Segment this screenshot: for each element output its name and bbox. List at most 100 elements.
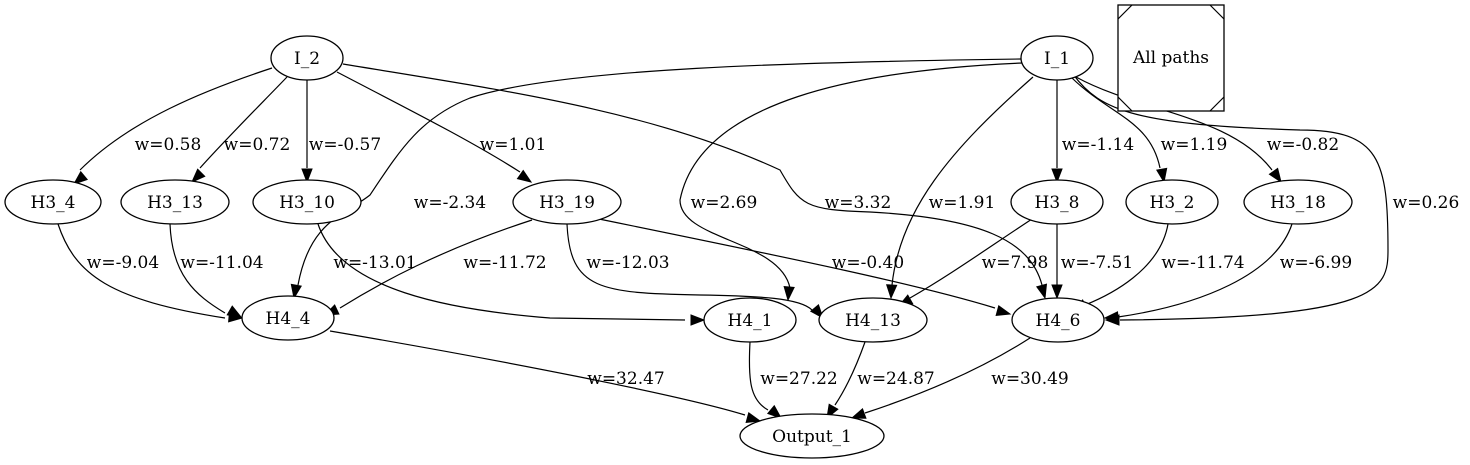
edge-h46-output1-line (864, 337, 1031, 414)
legend-label: All paths (1132, 48, 1209, 68)
node-ellipse (4, 179, 102, 225)
edge-i1-h44-weight-label: w=-2.34 (414, 193, 486, 213)
node-h4-4[interactable]: H4_4 (241, 295, 335, 341)
edge-i1-h38-weight-label: w=-1.14 (1062, 135, 1134, 155)
edge-i1-h413-line (891, 76, 1034, 286)
node-label: H3_10 (279, 193, 335, 213)
node-label: H3_2 (1150, 193, 1195, 213)
node-h3-8[interactable]: H3_8 (1010, 179, 1104, 225)
node-label: H4_4 (266, 309, 311, 329)
edge-i1-h32-arrowhead (1156, 167, 1168, 184)
edge-h413-output1-line (834, 341, 866, 406)
edge-h44-output1-line (329, 330, 746, 416)
node-output-1[interactable]: Output_1 (739, 413, 885, 459)
edge-h46-output1-arrowhead (850, 408, 867, 419)
legend-all-paths: All paths (1117, 4, 1225, 112)
edges-layer (57, 58, 1389, 424)
edge-i1-h46-line (1072, 73, 1389, 321)
node-i-2[interactable]: I_2 (270, 35, 344, 81)
edge-h38-h413-line (909, 218, 1033, 299)
node-ellipse (270, 35, 344, 81)
edge-h44-output1-weight-label: w=32.47 (587, 369, 664, 389)
edge-h34-h44-weight-label: w=-9.04 (87, 253, 159, 273)
edge-h310-h41-weight-label: w=-13.01 (333, 253, 416, 273)
edge-h313-h44-line (169, 223, 226, 314)
legend-corner-bottom-right (1209, 96, 1225, 112)
edge-h32-h46-weight-label: w=-11.74 (1161, 253, 1244, 273)
node-ellipse (1011, 297, 1105, 343)
edge-i1-h413-arrowhead (885, 284, 898, 300)
node-label: H3_13 (147, 193, 203, 213)
node-h3-10[interactable]: H3_10 (252, 179, 362, 225)
nodes-layer: I_2 I_1H3_4 H3_13 H3_10 H3_19 H3_8 H3_2 H3_18H4… (4, 35, 1353, 459)
node-h4-6[interactable]: H4_6 (1011, 297, 1105, 343)
edge-h319-h44-line (339, 219, 533, 309)
edge-h319-h46-arrowhead (995, 304, 1012, 317)
node-ellipse (241, 295, 335, 341)
node-label: H4_6 (1036, 311, 1081, 331)
node-ellipse (1125, 179, 1219, 225)
edge-i2-h46-arrowhead (1035, 283, 1048, 300)
edge-i1-h44-arrowhead (290, 283, 302, 300)
edge-i2-h319-weight-label: w=1.01 (480, 135, 547, 155)
node-ellipse (1243, 179, 1353, 225)
edge-i1-h38-arrowhead (1051, 168, 1063, 184)
node-label: I_2 (294, 49, 320, 69)
edge-i1-h32-line (1071, 77, 1161, 169)
edge-h413-output1-weight-label: w=24.87 (857, 369, 934, 389)
edge-h38-h413-weight-label: w=7.98 (982, 253, 1049, 273)
node-ellipse (252, 179, 362, 225)
edge-h34-h44-line (57, 223, 226, 319)
node-h3-19[interactable]: H3_19 (512, 179, 622, 225)
edge-i1-h318-line (1075, 76, 1273, 171)
node-label: H3_18 (1270, 193, 1326, 213)
node-label: I_1 (1044, 49, 1070, 69)
node-h3-2[interactable]: H3_2 (1125, 179, 1219, 225)
legend-corner-top-left (1117, 4, 1133, 20)
edge-h318-h46-weight-label: w=-6.99 (1280, 253, 1352, 273)
edge-i2-h310-arrowhead (301, 168, 313, 184)
node-h4-13[interactable]: H4_13 (818, 297, 928, 343)
edge-i2-h34-arrowhead (72, 170, 89, 185)
edge-i1-h318-weight-label: w=-0.82 (1267, 135, 1339, 155)
edge-h44-output1-arrowhead (745, 411, 762, 424)
edge-h46-output1-weight-label: w=30.49 (991, 369, 1068, 389)
edge-i1-h44-line (297, 58, 1022, 286)
node-label: H3_4 (31, 193, 76, 213)
node-h3-18[interactable]: H3_18 (1243, 179, 1353, 225)
edge-h319-h46-line (598, 218, 996, 309)
edge-i2-h46-line (342, 63, 1043, 286)
edge-h313-h44-weight-label: w=-11.04 (180, 253, 263, 273)
edge-i2-h34-weight-label: w=0.58 (135, 135, 202, 155)
edge-i2-h319-line (336, 71, 521, 173)
node-i-1[interactable]: I_1 (1020, 35, 1094, 81)
node-ellipse (1010, 179, 1104, 225)
node-ellipse (703, 297, 797, 343)
edge-h38-h46-weight-label: w=-7.51 (1061, 253, 1133, 273)
edge-h38-h46-arrowhead (1051, 284, 1063, 300)
edge-h319-h46-weight-label: w=-0.40 (832, 253, 904, 273)
node-ellipse (1020, 35, 1094, 81)
node-label: H3_19 (539, 193, 595, 213)
legend-box (1117, 4, 1225, 112)
edge-i2-h313-arrowhead (191, 168, 206, 183)
node-h3-13[interactable]: H3_13 (120, 179, 230, 225)
edge-i2-h46-weight-label: w=3.32 (825, 193, 892, 213)
legend-corner-top-right (1209, 4, 1225, 20)
edge-h319-h44-weight-label: w=-11.72 (463, 253, 546, 273)
node-ellipse (512, 179, 622, 225)
node-h3-4[interactable]: H3_4 (4, 179, 102, 225)
node-label: H4_13 (845, 311, 901, 331)
legend-corner-bottom-left (1117, 96, 1133, 112)
edge-h310-h41-line (317, 223, 686, 321)
edge-i2-h313-weight-label: w=0.72 (224, 135, 291, 155)
edge-i1-h413-weight-label: w=1.91 (929, 193, 996, 213)
node-h4-1[interactable]: H4_1 (703, 297, 797, 343)
edge-i1-h41-arrowhead (783, 286, 795, 302)
edge-i2-h319-arrowhead (516, 169, 533, 183)
edge-i2-h310-weight-label: w=-0.57 (309, 135, 381, 155)
edge-h319-h413-line (566, 223, 813, 311)
edge-i2-h313-line (199, 76, 288, 169)
node-ellipse (120, 179, 230, 225)
